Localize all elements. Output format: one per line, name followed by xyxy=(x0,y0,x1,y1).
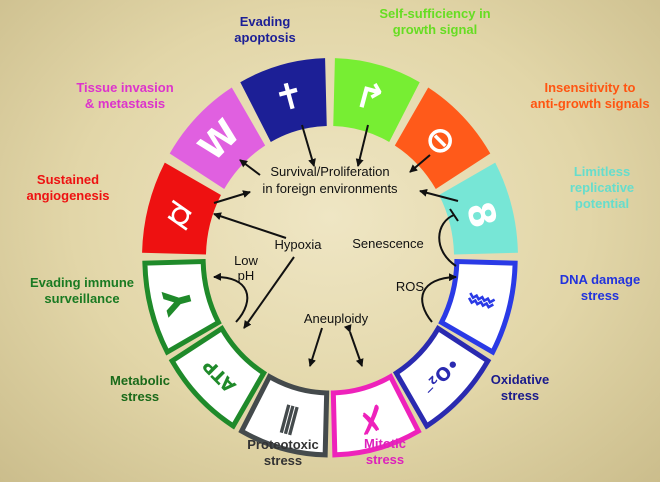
segment-immune: Y xyxy=(142,258,222,356)
segment-shape xyxy=(333,58,420,142)
label-line: angiogenesis xyxy=(26,188,110,203)
arrow-growth xyxy=(355,124,369,167)
senescence-block-bar xyxy=(449,208,459,222)
hypoxia-label: Hypoxia xyxy=(274,237,322,252)
label-line: Self-sufficiency in xyxy=(379,6,491,21)
segment-proteotoxic: ⦀ xyxy=(238,373,330,458)
segment-self-sufficiency: ↱ xyxy=(333,58,420,142)
label-line: DNA damage xyxy=(559,272,641,287)
aneuploidy-label: Aneuploidy xyxy=(303,311,369,326)
arrow-invasion xyxy=(239,159,261,176)
label-line: Tissue invasion xyxy=(76,80,174,95)
arrow-senescence xyxy=(438,214,457,267)
segment-shape xyxy=(142,258,222,356)
label-line: potential xyxy=(574,196,630,211)
segment-shape xyxy=(392,325,492,430)
segment-dna-damage: ⧚ xyxy=(438,258,518,356)
label-line: Mitotic xyxy=(364,436,406,451)
label-line: Oxidative xyxy=(490,372,550,387)
label-line: Evading immune xyxy=(29,275,135,290)
arrows xyxy=(213,124,459,367)
segment-shape xyxy=(330,373,422,458)
segment-shape xyxy=(238,373,330,458)
segment-shape xyxy=(168,325,268,430)
segment-mitotic: ✗ xyxy=(330,373,422,458)
low-ph-line-2: pH xyxy=(237,268,255,283)
arrow-ros xyxy=(421,273,457,323)
label-line: stress xyxy=(365,452,405,467)
segment-metabolic: ATP xyxy=(168,325,268,430)
label-line: stress xyxy=(580,288,620,303)
label-line: stress xyxy=(120,389,160,404)
segment-oxidative: •O₂⁻ xyxy=(392,325,492,430)
arrow-antigrowth xyxy=(409,154,431,173)
label-line: stress xyxy=(500,388,540,403)
label-line: growth signal xyxy=(392,22,478,37)
segment-shape xyxy=(439,162,518,255)
label-line: Insensitivity to xyxy=(544,80,636,95)
center-outcome-label: Survival/Proliferation in foreign enviro… xyxy=(262,163,397,197)
ros-label: ROS xyxy=(395,279,425,294)
label-line: Proteotoxic xyxy=(247,437,319,452)
arrow-apoptosis xyxy=(301,124,316,167)
label-line: anti-growth signals xyxy=(530,96,650,111)
segment-shape xyxy=(438,258,518,356)
segment-shape xyxy=(142,162,221,255)
segment-limitless: 8 xyxy=(439,162,518,255)
segment-angiogenesis: ⌭ xyxy=(142,162,221,255)
segment-shape xyxy=(240,58,327,142)
arrow-angiogenesis xyxy=(213,190,251,204)
label-line: Sustained xyxy=(36,172,100,187)
label-line: stress xyxy=(263,453,303,468)
arrow-hypoxia-metabolic xyxy=(243,256,295,329)
label-line: replicative xyxy=(569,180,635,195)
center-line-1: Survival/Proliferation xyxy=(270,164,390,179)
low-ph-line-1: Low xyxy=(234,253,258,268)
low-ph-label: Low pH xyxy=(234,253,258,283)
label-line: & metastasis xyxy=(84,96,166,111)
label-line: surveillance xyxy=(44,291,120,306)
senescence-label: Senescence xyxy=(352,236,424,251)
arrow-limitless xyxy=(419,188,459,202)
arrow-lowph xyxy=(213,272,249,323)
arrow-aneuploidy-mitotic xyxy=(343,324,364,367)
center-line-2: in foreign environments xyxy=(262,181,398,196)
segment-evading-apoptosis: ✝ xyxy=(240,58,327,142)
label-line: Metabolic xyxy=(110,373,170,388)
label-line: Limitless xyxy=(573,164,631,179)
arrow-hypoxia-angio xyxy=(213,212,287,239)
label-line: Evading xyxy=(239,14,291,29)
label-invasion: Tissue invasion& metastasis xyxy=(76,80,173,112)
arrow-aneuploidy-proteo xyxy=(308,327,323,367)
label-line: apoptosis xyxy=(234,30,296,45)
